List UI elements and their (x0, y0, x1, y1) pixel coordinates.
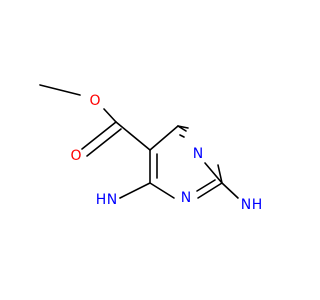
bond-co-double-b (86, 128, 122, 157)
bond-n1-c2 (217, 164, 223, 184)
bond-n1-c2-main (204, 162, 223, 184)
atom-labels: O O N N H N N H (70, 93, 262, 213)
bond-methyl-o (39, 84, 81, 96)
bond-c6-n1-outer (177, 125, 189, 129)
atom-amine1-h: H (96, 192, 107, 208)
bonds (39, 84, 239, 199)
atom-amine2-n: N (241, 197, 251, 213)
bond-co-double-a (81, 121, 117, 150)
atom-amine2-h: H (252, 197, 263, 213)
bond-c2-nh2 (221, 182, 239, 199)
bond-c4-nh2 (119, 182, 151, 199)
molecule-structure: O O N N H N N H (39, 84, 262, 213)
atom-carbonyl-oxygen: O (70, 148, 81, 164)
atom-ring-n1: N (193, 146, 203, 162)
bond-c6-n1-inner (179, 134, 185, 138)
bond-c2-n3-inner (196, 179, 216, 192)
bond-c2-n3 (197, 182, 223, 199)
atom-ring-n3: N (181, 190, 191, 206)
atom-amine1-n: N (107, 192, 117, 208)
bond-o-carbonyl (103, 108, 117, 123)
molecule-canvas: O O N N H N N H (39, 84, 263, 213)
bond-c5-c6 (149, 125, 179, 151)
atom-ester-oxygen: O (89, 93, 100, 109)
bond-n3-c4 (149, 182, 175, 199)
bond-carbonyl-ring (115, 121, 151, 151)
